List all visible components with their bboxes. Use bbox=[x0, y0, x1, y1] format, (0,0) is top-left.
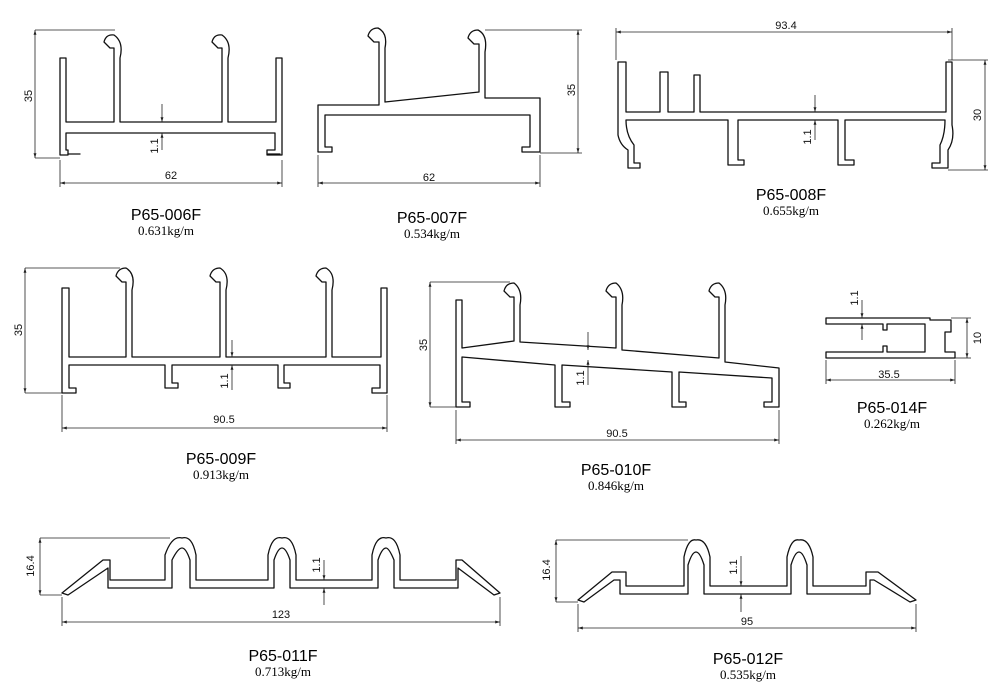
profile-drawing bbox=[317, 27, 541, 153]
profile-code: P65-008F bbox=[756, 187, 826, 204]
dimensions bbox=[23, 267, 388, 432]
width-label: 35.5 bbox=[878, 369, 899, 381]
profile-drawing bbox=[59, 34, 283, 156]
profile-drawing bbox=[455, 282, 780, 408]
height-label: 16.4 bbox=[541, 559, 553, 580]
thickness-label: 1.1 bbox=[149, 138, 161, 153]
profile-weight: 0.262kg/m bbox=[864, 416, 920, 431]
thickness-label: 1.1 bbox=[802, 129, 814, 144]
height-label: 16.4 bbox=[25, 555, 37, 576]
height-label: 30 bbox=[972, 109, 984, 121]
dimensions bbox=[38, 537, 501, 626]
profile-weight: 0.713kg/m bbox=[255, 664, 311, 679]
width-label: 123 bbox=[272, 609, 290, 621]
profile-code: P65-010F bbox=[581, 462, 651, 479]
profile-code: P65-009F bbox=[186, 451, 256, 468]
thickness-label: 1.1 bbox=[219, 373, 231, 388]
height-label: 35 bbox=[13, 324, 25, 336]
profile-weight: 0.655kg/m bbox=[763, 203, 819, 218]
profile-p65-009f: 35 90.5 1.1 P65-009F 0.913kg/m bbox=[13, 267, 388, 482]
profile-drawing bbox=[577, 539, 917, 603]
profile-code: P65-014F bbox=[857, 400, 927, 417]
profile-code: P65-011F bbox=[248, 648, 317, 665]
width-label: 95 bbox=[741, 616, 753, 628]
width-label: 90.5 bbox=[213, 414, 234, 426]
thickness-label: 1.1 bbox=[575, 370, 587, 385]
profile-p65-014f: 35.5 10 1.1 P65-014F 0.262kg/m bbox=[825, 290, 984, 431]
profile-p65-008f: 93.4 30 1.1 P65-008F 0.655kg/m bbox=[615, 20, 988, 218]
profile-p65-011f: 16.4 123 1.1 P65-011F 0.713kg/m bbox=[25, 536, 501, 679]
profile-p65-007f: 35 62 P65-007F 0.534kg/m bbox=[317, 27, 582, 241]
profile-p65-006f: 35 62 1.1 P65-006F 0.631kg/m bbox=[23, 29, 283, 238]
profile-p65-010f: 35 90.5 1.1 P65-010F 0.846kg/m bbox=[418, 281, 780, 493]
dimensions bbox=[615, 28, 988, 171]
height-label: 10 bbox=[972, 332, 984, 344]
dimensions bbox=[33, 29, 283, 187]
profile-drawing bbox=[617, 61, 954, 169]
dimensions bbox=[554, 539, 917, 632]
width-label: 62 bbox=[165, 170, 177, 182]
height-label: 35 bbox=[23, 90, 35, 102]
profile-weight: 0.535kg/m bbox=[720, 667, 776, 682]
profile-p65-012f: 16.4 95 1.1 P65-012F 0.535kg/m bbox=[541, 539, 917, 682]
thickness-label: 1.1 bbox=[849, 290, 861, 305]
profile-drawing bbox=[61, 536, 501, 596]
profile-drawing bbox=[61, 267, 388, 394]
height-label: 35 bbox=[418, 339, 430, 351]
width-label: 62 bbox=[423, 172, 435, 184]
thickness-label: 1.1 bbox=[728, 559, 740, 574]
thickness-label: 1.1 bbox=[311, 557, 323, 572]
dimensions bbox=[317, 29, 582, 187]
width-label: 93.4 bbox=[775, 20, 796, 32]
height-label: 35 bbox=[566, 84, 578, 96]
profile-code: P65-006F bbox=[131, 207, 201, 224]
profile-weight: 0.913kg/m bbox=[193, 467, 249, 482]
profile-code: P65-007F bbox=[397, 210, 467, 227]
profile-weight: 0.534kg/m bbox=[404, 226, 460, 241]
dimensions bbox=[825, 300, 971, 384]
profile-code: P65-012F bbox=[713, 651, 783, 668]
dimensions bbox=[428, 281, 780, 444]
profile-weight: 0.631kg/m bbox=[138, 223, 194, 238]
width-label: 90.5 bbox=[606, 428, 627, 440]
profile-drawing bbox=[825, 317, 956, 359]
profile-weight: 0.846kg/m bbox=[588, 478, 644, 493]
